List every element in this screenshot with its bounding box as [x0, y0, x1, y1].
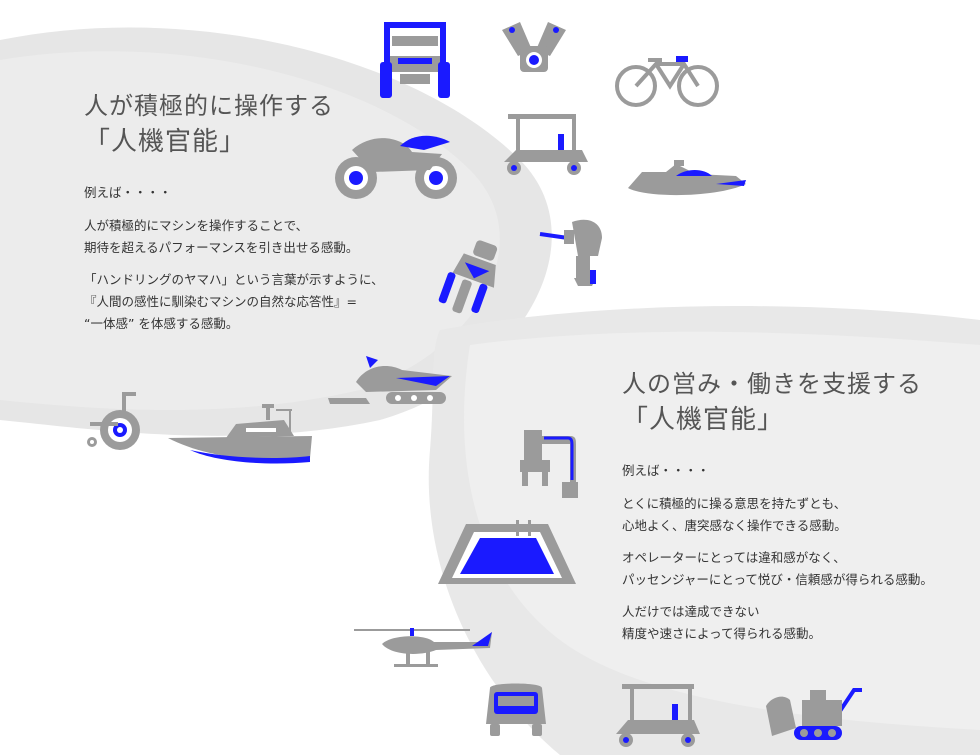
outboard-motor-icon	[539, 219, 602, 286]
engine-icon	[502, 22, 566, 72]
section2-para3-line2: 精度や速さによって得られる感動。	[622, 626, 822, 641]
section2-para1-line2: 心地よく、唐突感なく操作できる感動。	[622, 518, 847, 533]
section2-lead: 例えば・・・・	[622, 463, 710, 478]
sport-motorcycle-icon	[335, 135, 457, 199]
section2-heading-line1: 人の営み・働きを支援する	[622, 370, 922, 398]
section1-block: 人が積極的に操作する 「人機官能」 例えば・・・・ 人が積極的にマシンを操作する…	[84, 88, 414, 345]
section2-para1-line1: とくに積極的に操る意思を持たずとも、	[622, 496, 847, 511]
section1-heading: 人が積極的に操作する 「人機官能」	[84, 88, 414, 160]
section2-para2: オペレーターにとっては違和感がなく、 パッセンジャーにとって悦び・信頼感が得られ…	[622, 547, 972, 591]
utility-vehicle-icon	[486, 683, 546, 736]
section2-para2-line2: パッセンジャーにとって悦び・信頼感が得られる感動。	[622, 572, 933, 587]
section1-heading-line2: 「人機官能」	[84, 127, 247, 157]
wheelchair-icon	[87, 392, 140, 450]
section1-para2: 「ハンドリングのヤマハ」という言葉が示すように、 『人間の感性に馴染むマシンの自…	[84, 269, 414, 335]
section2-heading: 人の営み・働きを支援する 「人機官能」	[622, 366, 972, 438]
section2-heading-line2: 「人機官能」	[622, 405, 785, 435]
section2-para1: とくに積極的に操る意思を持たずとも、 心地よく、唐突感なく操作できる感動。	[622, 493, 972, 537]
section2-para2-line1: オペレーターにとっては違和感がなく、	[622, 550, 846, 565]
industrial-robot-icon	[520, 430, 578, 498]
section1-heading-line1: 人が積極的に操作する	[84, 92, 334, 120]
side-by-side-vehicle-icon	[380, 22, 450, 98]
golf-cart-icon	[504, 114, 588, 175]
section1-para1: 人が積極的にマシンを操作することで、 期待を超えるパフォーマンスを引き出せる感動…	[84, 215, 414, 259]
section1-para2-line2: 『人間の感性に馴染むマシンの自然な応答性』=	[84, 294, 357, 309]
helicopter-icon	[354, 628, 492, 667]
snow-blower-icon	[766, 688, 862, 740]
section1-para2-line1: 「ハンドリングのヤマハ」という言葉が示すように、	[84, 272, 384, 287]
snowmobile-icon	[328, 356, 452, 404]
motorcycle-racer-icon	[438, 240, 498, 314]
golf-cart-icon-2	[616, 684, 700, 747]
personal-watercraft-icon	[628, 160, 746, 196]
bicycle-icon	[615, 56, 719, 107]
swimming-pool-icon	[438, 520, 576, 584]
boat-icon	[168, 404, 312, 464]
section2-block: 人の営み・働きを支援する 「人機官能」 例えば・・・・ とくに積極的に操る意思を…	[622, 366, 972, 655]
section1-lead: 例えば・・・・	[84, 185, 172, 200]
section2-para3: 人だけでは達成できない 精度や速さによって得られる感動。	[622, 601, 972, 645]
section1-para1-line1: 人が積極的にマシンを操作することで、	[84, 218, 309, 233]
section1-para1-line2: 期待を超えるパフォーマンスを引き出せる感動。	[84, 240, 359, 255]
section2-para3-line1: 人だけでは達成できない	[622, 604, 760, 619]
section1-para2-line3: “一体感” を体感する感動。	[84, 316, 239, 331]
